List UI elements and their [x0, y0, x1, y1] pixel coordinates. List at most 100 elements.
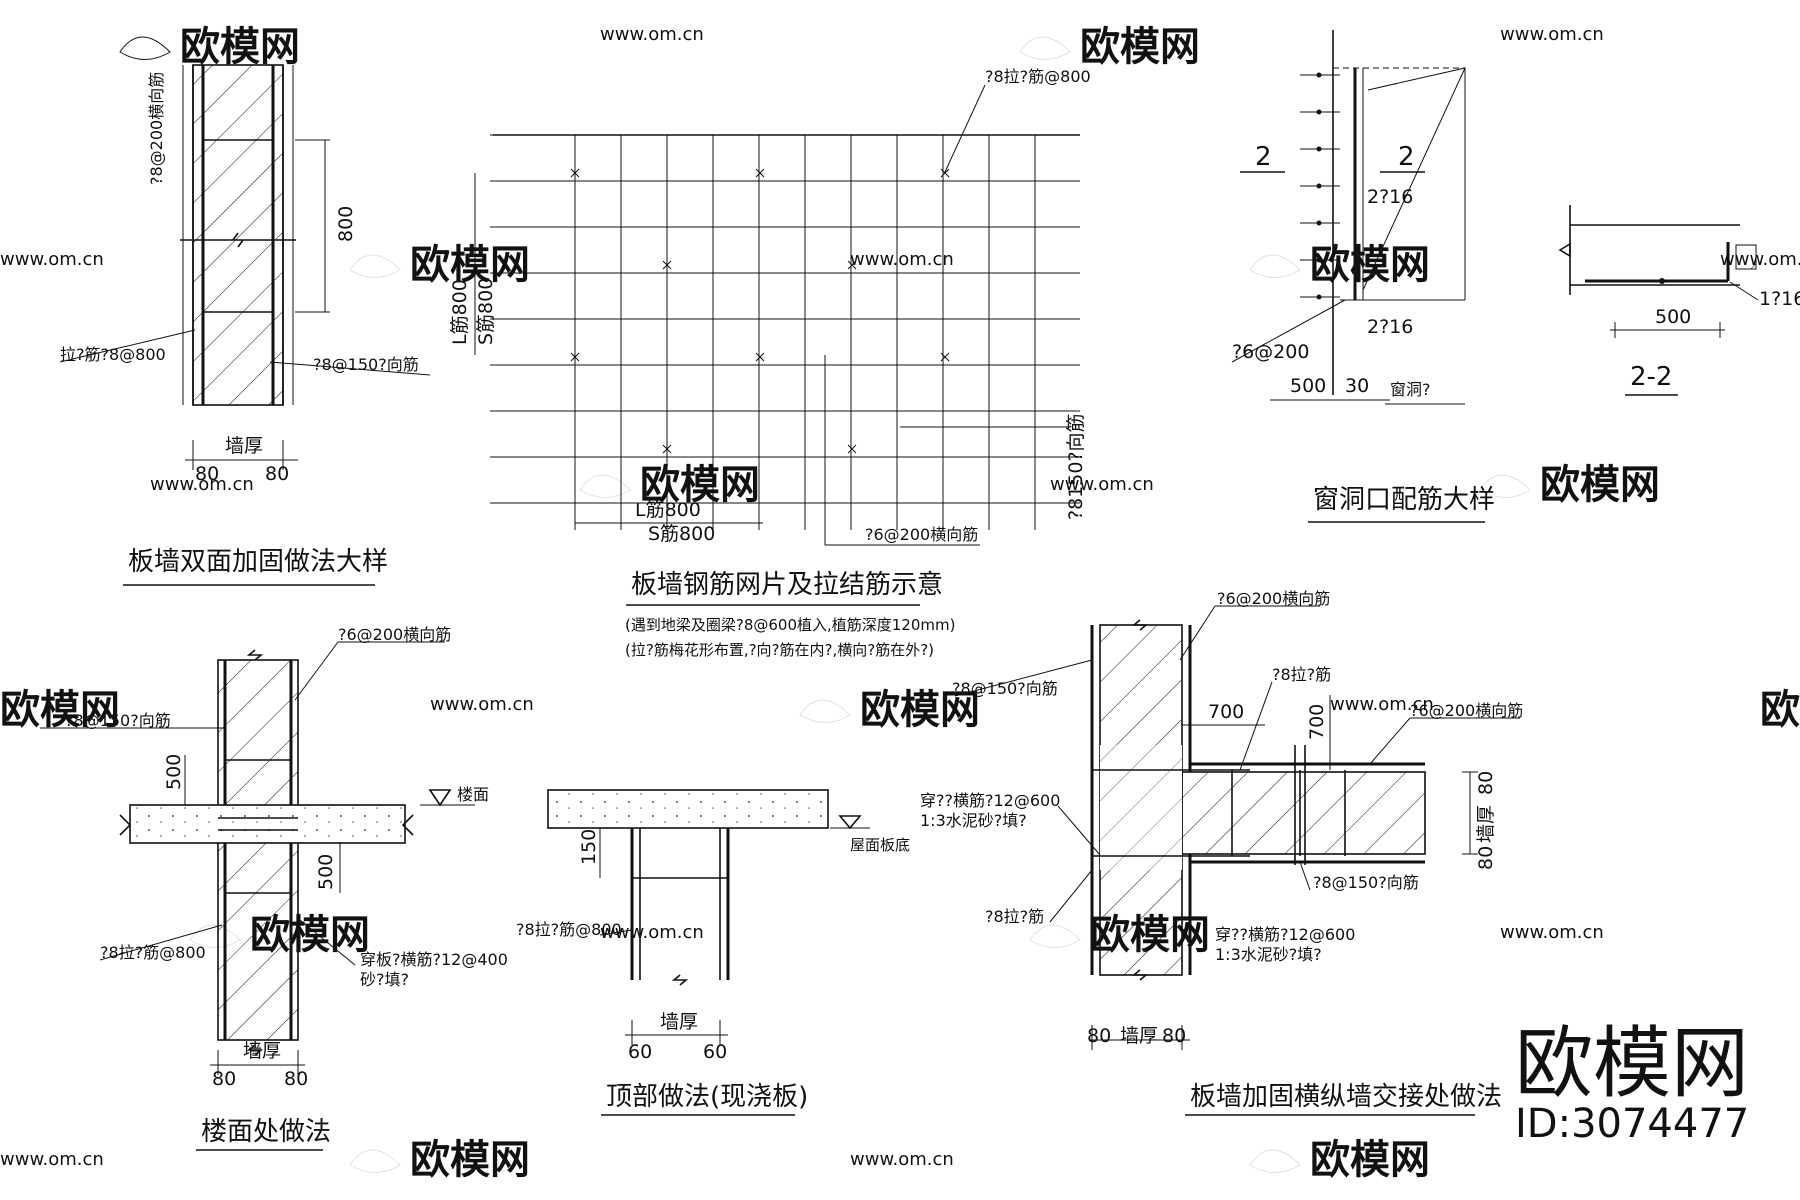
dim-80-left: 80: [1087, 1025, 1111, 1047]
dim-wall-thickness: 墙厚: [243, 1040, 281, 1062]
stirrup-ticks: [1300, 72, 1340, 300]
label-through-bar: 穿??横筋?12@600: [920, 791, 1060, 810]
rebar-dot: [1316, 294, 1322, 300]
dim-60-right: 60: [703, 1041, 727, 1063]
rebar-dot: [1316, 109, 1322, 115]
watermark-layer: 欧模网 欧模网 欧模网 欧模网 欧模网 欧模网 欧模网 欧模网: [0, 24, 1800, 1183]
watermark-url: www.om.cn: [0, 1149, 104, 1170]
detail-title: 板墙钢筋网片及拉结筋示意: [631, 570, 943, 600]
label-roof-slab: 屋面板底: [850, 836, 910, 854]
rebar-dot: [1316, 146, 1322, 152]
tie-bar-mark: [755, 168, 765, 178]
watermark-logo: 欧模网: [1479, 462, 1660, 508]
note-line-1: (遇到地梁及圈梁?8@600植入,植筋深度120mm): [625, 616, 955, 634]
dim-500-bottom: 500: [315, 854, 337, 890]
dim-80-right: 80: [1162, 1025, 1186, 1047]
label-horizontal-bars: ?6@200横向筋: [1217, 589, 1330, 608]
watermark-url: www.om.cn: [1720, 249, 1800, 270]
label-tie-bar: 拉?筋?8@800: [60, 345, 166, 364]
watermark-url: www.om.cn: [430, 694, 534, 715]
watermark-logo: 欧模网: [349, 242, 530, 288]
rebar-dot: [1316, 183, 1322, 189]
tie-bar-mark: [847, 260, 857, 270]
svg-text:欧模网: 欧模网: [640, 462, 760, 508]
dim-150: 150: [578, 829, 600, 865]
label-bar-top: 2?16: [1367, 186, 1413, 208]
detail-wall-junction: 700 700 ?6@200横向筋 ?8@150?向筋 ?8拉?筋 ?6@200…: [920, 589, 1523, 1116]
label-grout-2: 1:3水泥砂?填?: [1215, 945, 1322, 964]
brand-logo: 欧模网 ID:3074477: [1515, 1019, 1749, 1147]
detail-title: 楼面处做法: [201, 1117, 331, 1147]
svg-text:欧模网: 欧模网: [1310, 1137, 1430, 1183]
dim-800: 800: [335, 206, 357, 242]
detail-section-2-2: 1?16 500 2-2: [1558, 205, 1800, 396]
dim-80-bottom: 80: [1475, 846, 1497, 870]
watermark-logo: 欧模网: [1019, 24, 1200, 70]
watermark-url: www.om.cn: [1500, 922, 1604, 943]
label-stirrup: ?6@200: [1232, 341, 1309, 363]
dim-700-v: 700: [1306, 704, 1328, 740]
watermark-url: www.om.cn: [600, 922, 704, 943]
watermark-logo: 欧模网: [1760, 687, 1800, 733]
svg-text:欧模网: 欧模网: [410, 1137, 530, 1183]
label-bar-bottom: 2?16: [1367, 316, 1413, 338]
dim-L-bar: L筋800: [449, 279, 471, 345]
label-vertical-bars: ?8@150?向筋: [65, 711, 171, 730]
svg-text:欧模网: 欧模网: [1310, 242, 1430, 288]
section-mark-right: 2: [1398, 142, 1415, 172]
label-tie-bar: ?8拉?筋@800: [516, 920, 622, 939]
rebar-dot: [1316, 257, 1322, 263]
watermark-logo: 欧模网: [0, 687, 120, 733]
label-through-bar: 穿板?横筋?12@400: [360, 950, 508, 969]
label-vertical-bars-2: ?8@150?向筋: [1313, 873, 1419, 892]
detail-title: 2-2: [1630, 362, 1672, 392]
dim-700-h: 700: [1208, 701, 1244, 723]
rebar-dot: [1316, 72, 1322, 78]
detail-floor-connection: ?6@200横向筋 ?8@150?向筋 500 500 楼面 ?8拉?筋@800…: [40, 625, 508, 1151]
cross-wall: [1181, 771, 1426, 855]
watermark-url: www.om.cn: [0, 249, 104, 270]
label-through-bar-2: 穿??横筋?12@600: [1215, 925, 1355, 944]
label-grout: 1:3水泥砂?填?: [920, 811, 1027, 830]
label-tie-bar: ?8拉?筋: [1272, 665, 1331, 684]
dim-80-right: 80: [265, 463, 289, 485]
label-horizontal-bars-2: ?6@200横向筋: [1410, 701, 1523, 720]
watermark-url: www.om.cn: [600, 24, 704, 45]
label-horizontal-bars: ?6@200横向筋: [338, 625, 451, 644]
dim-80-left: 80: [195, 463, 219, 485]
logo-name: 欧模网: [1515, 1019, 1749, 1109]
tie-bar-mark: [755, 352, 765, 362]
watermark-logo: 欧模网: [1249, 1137, 1430, 1183]
wall-section: [217, 659, 299, 1041]
label-floor: 楼面: [457, 785, 489, 804]
detail-title: 顶部做法(现浇板): [606, 1082, 808, 1112]
svg-text:欧模网: 欧模网: [410, 242, 530, 288]
dim-80-right: 80: [284, 1068, 308, 1090]
label-vertical-bars: ?8@150?向筋: [313, 355, 419, 374]
watermark-logo: 欧模网: [1249, 242, 1430, 288]
dim-500-top: 500: [163, 754, 185, 790]
dim-30: 30: [1345, 375, 1369, 397]
detail-window-opening: 2 2 2?16 2?16 ?6@200 500 30 窗洞? 窗洞口配筋大样: [1231, 30, 1495, 523]
label-grout: 砂?填?: [360, 970, 409, 989]
detail-title: 板墙加固横纵墙交接处做法: [1190, 1082, 1502, 1112]
tie-bar-mark: [662, 260, 672, 270]
tie-bar-mark: [570, 168, 580, 178]
detail-title: 板墙双面加固做法大样: [128, 547, 388, 577]
dim-wall-thickness: 墙厚: [660, 1011, 698, 1033]
dim-S-bar-h: S筋800: [648, 523, 715, 545]
section-mark-left: 2: [1255, 142, 1272, 172]
watermark-url: www.om.cn: [150, 474, 254, 495]
dim-80-top: 80: [1475, 771, 1497, 795]
label-tie-bar: ?8拉?筋@800: [985, 67, 1091, 86]
watermark-url: www.om.cn: [1050, 474, 1154, 495]
label-horizontal-bars: ?6@200横向筋: [865, 525, 978, 544]
label-tie-bar-2: ?8拉?筋: [985, 907, 1044, 926]
detail-wall-double-reinforcement: 800 ?8@200横向筋 拉?筋?8@800 ?8@150?向筋 墙厚 80 …: [59, 64, 431, 586]
detail-top-cast-slab: 150 屋面板底 ?8拉?筋@800 墙厚 60 60 顶部做法(现浇板): [516, 789, 910, 1116]
detail-title: 窗洞口配筋大样: [1313, 485, 1495, 515]
dim-80-left: 80: [212, 1068, 236, 1090]
dim-L-bar-h: L筋800: [635, 499, 701, 521]
dim-wall-thickness-h: 墙厚: [1120, 1025, 1158, 1047]
